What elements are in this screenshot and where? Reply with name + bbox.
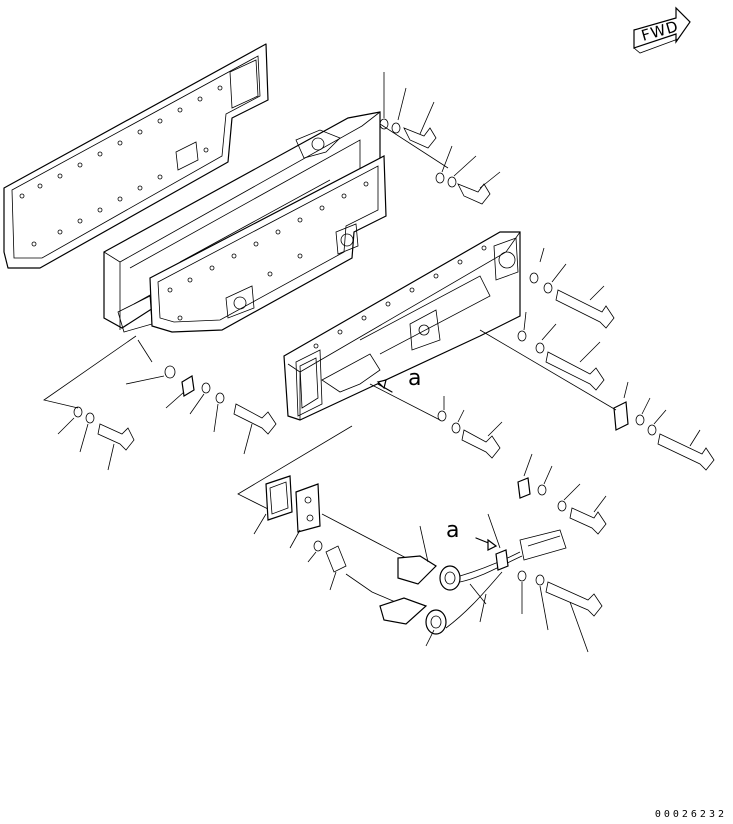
diagram-code: 00026232 (654, 809, 727, 820)
inner-gasket (149, 155, 387, 333)
fasteners-top (379, 72, 501, 205)
fasteners-right (479, 247, 715, 471)
callout-a-cover: a (408, 366, 422, 391)
fasteners-left (43, 335, 277, 471)
fasteners-center (369, 379, 607, 535)
sensor-assembly (237, 425, 603, 653)
outer-gasket (3, 43, 269, 269)
cooler-cover (283, 231, 521, 421)
fwd-arrow-icon (633, 6, 691, 54)
callout-a-sensor: a (446, 518, 460, 543)
